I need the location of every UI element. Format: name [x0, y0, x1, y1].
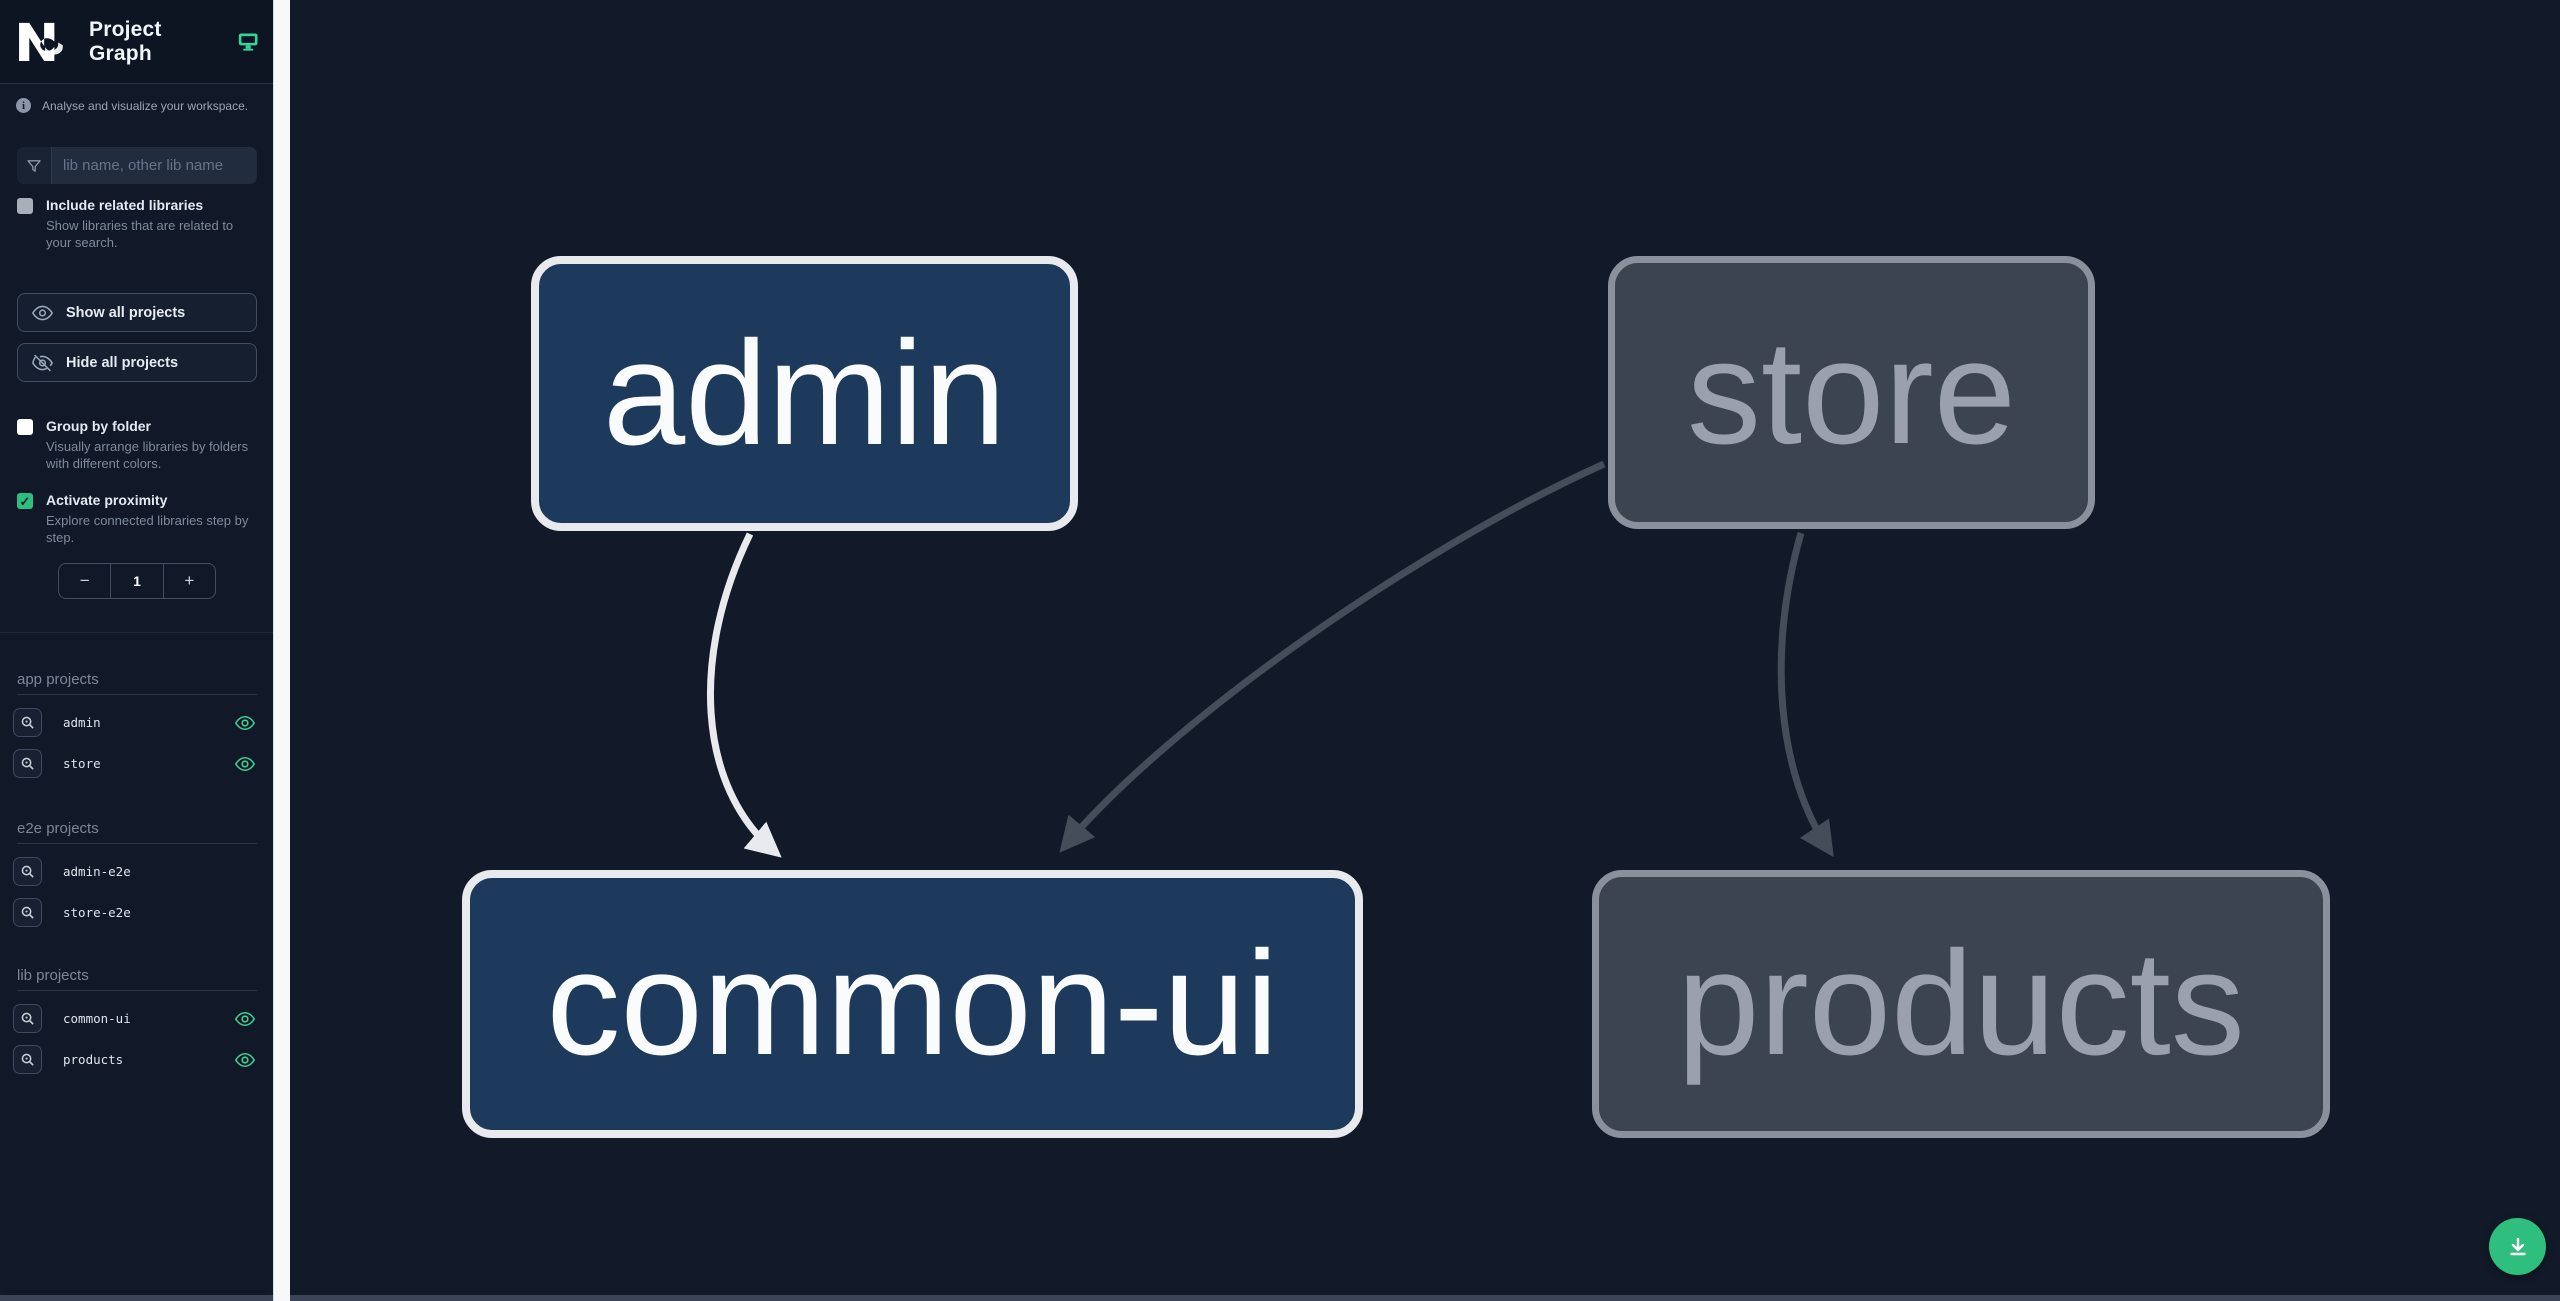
sidebar: Project Graph i Analyse and visualize yo… — [0, 0, 274, 1295]
eye-off-icon — [32, 354, 53, 371]
graph-node-label: common-ui — [546, 921, 1279, 1086]
hide-all-projects-button[interactable]: Hide all projects — [17, 343, 257, 382]
show-all-projects-button[interactable]: Show all projects — [17, 293, 257, 332]
graph-node-store[interactable]: store — [1608, 256, 2095, 529]
section-title-lib-projects: lib projects — [17, 967, 257, 991]
project-name: store-e2e — [63, 905, 131, 920]
section-title-app-projects: app projects — [17, 671, 257, 695]
proximity-stepper: − 1 + — [58, 563, 216, 599]
graph-node-label: admin — [602, 310, 1007, 476]
search-box — [17, 147, 257, 184]
focus-project-button[interactable] — [13, 708, 42, 737]
search-input[interactable] — [52, 147, 257, 184]
sidebar-header: Project Graph — [0, 0, 274, 84]
activate-proximity-description: Explore connected libraries step by step… — [46, 513, 249, 545]
nx-logo-icon — [19, 22, 63, 61]
focus-project-button[interactable] — [13, 1045, 42, 1074]
graph-edges — [706, 460, 1834, 858]
project-visibility-eye-icon[interactable] — [235, 754, 255, 774]
focus-project-button[interactable] — [13, 1004, 42, 1033]
group-by-folder-checkbox[interactable] — [17, 419, 33, 435]
project-name: common-ui — [63, 1011, 131, 1026]
proximity-increment-button[interactable]: + — [184, 571, 195, 590]
group-by-folder-label: Group by folder — [46, 418, 151, 434]
focus-project-button[interactable] — [13, 749, 42, 778]
project-row-store: store — [13, 749, 262, 778]
filter-icon — [17, 147, 52, 184]
include-related-option: Include related libraries Show libraries… — [17, 197, 257, 251]
sidebar-resize-handle[interactable] — [273, 0, 290, 1301]
graph-canvas[interactable]: admin store common-ui products — [289, 0, 2560, 1295]
sidebar-section-divider — [0, 632, 274, 633]
group-by-folder-option: Group by folder Visually arrange librari… — [17, 418, 257, 472]
focus-project-button[interactable] — [13, 898, 42, 927]
project-row-products: products — [13, 1045, 262, 1074]
edge-store-products — [1777, 532, 1834, 858]
project-name: admin-e2e — [63, 864, 131, 879]
include-related-label: Include related libraries — [46, 197, 204, 213]
include-related-description: Show libraries that are related to your … — [46, 218, 234, 250]
show-all-projects-label: Show all projects — [66, 304, 186, 321]
proximity-decrement-button[interactable]: − — [79, 571, 90, 590]
hide-all-projects-label: Hide all projects — [66, 354, 179, 371]
section-title-e2e-projects: e2e projects — [17, 820, 257, 844]
project-row-common-ui: common-ui — [13, 1004, 262, 1033]
project-row-admin: admin — [13, 708, 262, 737]
include-related-checkbox[interactable] — [17, 198, 33, 214]
workspace-info-text: Analyse and visualize your workspace. — [42, 98, 249, 113]
focus-project-icon — [21, 906, 34, 919]
graph-node-products[interactable]: products — [1592, 870, 2330, 1138]
edge-store-common-ui — [1059, 460, 1606, 853]
project-row-admin-e2e: admin-e2e — [13, 857, 262, 886]
project-visibility-eye-icon[interactable] — [235, 1050, 255, 1070]
graph-node-admin[interactable]: admin — [531, 256, 1078, 531]
activate-proximity-label: Activate proximity — [46, 492, 168, 508]
project-row-store-e2e: store-e2e — [13, 898, 262, 927]
activate-proximity-option: ✓ Activate proximity Explore connected l… — [17, 492, 257, 546]
project-visibility-eye-icon[interactable] — [235, 713, 255, 733]
page-title: Project Graph — [89, 17, 162, 65]
horizontal-scrollbar[interactable] — [0, 1295, 2560, 1301]
project-name: products — [63, 1052, 124, 1067]
focus-project-icon — [21, 1012, 34, 1025]
project-name: admin — [63, 715, 101, 730]
focus-project-icon — [21, 865, 34, 878]
project-visibility-eye-icon[interactable] — [235, 1009, 255, 1029]
workspace-info: i Analyse and visualize your workspace. — [16, 98, 258, 113]
download-icon — [2509, 1237, 2526, 1255]
focus-project-icon — [21, 757, 34, 770]
activate-proximity-checkbox[interactable]: ✓ — [17, 493, 33, 509]
group-by-folder-description: Visually arrange libraries by folders wi… — [46, 439, 249, 471]
proximity-value: 1 — [110, 564, 164, 598]
graph-node-label: products — [1677, 921, 2245, 1086]
project-name: store — [63, 756, 101, 771]
info-icon: i — [16, 98, 31, 113]
monitor-icon[interactable] — [238, 32, 258, 52]
focus-project-icon — [21, 716, 34, 729]
graph-node-label: store — [1686, 309, 2017, 475]
edge-admin-common-ui — [706, 532, 782, 858]
eye-icon — [32, 305, 53, 320]
focus-project-icon — [21, 1053, 34, 1066]
graph-node-common-ui[interactable]: common-ui — [462, 870, 1363, 1138]
focus-project-button[interactable] — [13, 857, 42, 886]
download-graph-button[interactable] — [2489, 1218, 2546, 1275]
